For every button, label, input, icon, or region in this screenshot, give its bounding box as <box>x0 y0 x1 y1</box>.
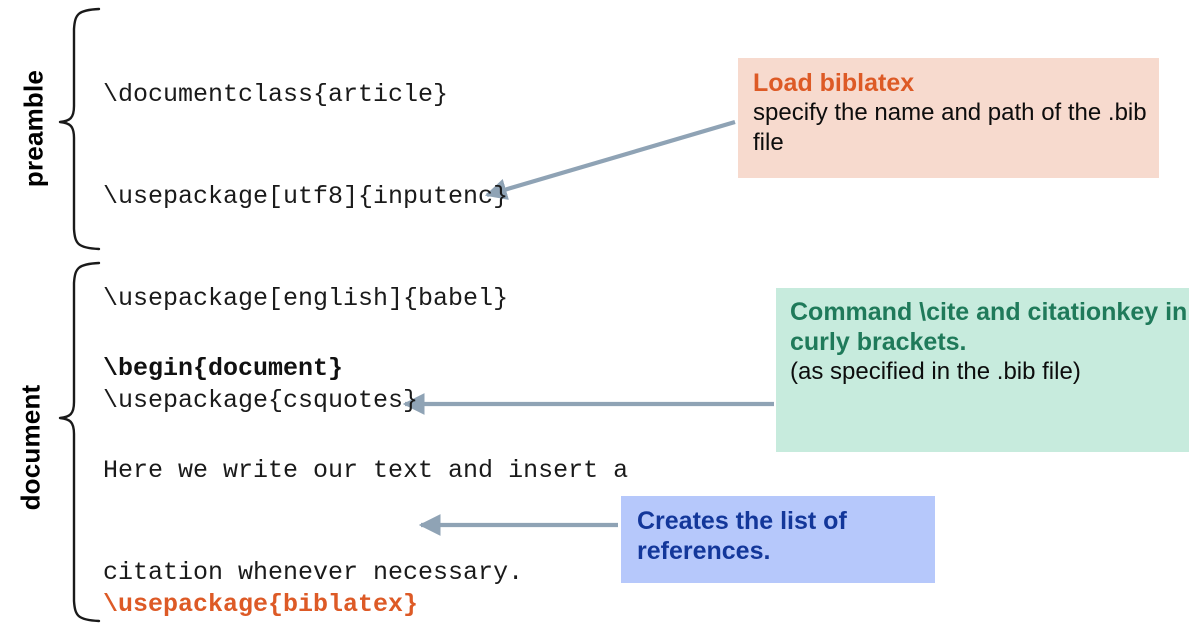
callout-biblatex-body: specify the name and path of the .bib fi… <box>753 99 1147 156</box>
section-label-preamble: preamble <box>18 69 49 188</box>
code-line-babel: \usepackage[english]{babel} <box>103 284 509 313</box>
code-line-begin-document: \begin{document} <box>103 354 344 383</box>
brace-preamble <box>58 7 101 251</box>
code-line-inputenc: \usepackage[utf8]{inputenc} <box>103 182 509 211</box>
brace-document <box>58 261 101 623</box>
code-block-preamble: \documentclass{article} \usepackage[utf8… <box>103 10 568 626</box>
code-block-document: \begin{document} Here we write our text … <box>103 284 628 626</box>
callout-printbibliography: Creates the list of references. <box>621 496 935 583</box>
callout-cite-title: Command \cite and citationkey in curly b… <box>790 298 1188 356</box>
callout-biblatex-title: Load biblatex <box>753 69 915 97</box>
code-line-text-2: citation whenever necessary. <box>103 558 524 587</box>
code-line-csquotes: \usepackage{csquotes} <box>103 386 419 415</box>
callout-cite: Command \cite and citationkey in curly b… <box>776 288 1189 452</box>
code-line-biblatex: \usepackage{biblatex} <box>103 590 419 619</box>
callout-cite-body: (as specified in the .bib file) <box>790 358 1081 385</box>
code-line-documentclass: \documentclass{article} <box>103 80 449 109</box>
section-label-document: document <box>15 384 46 511</box>
callout-biblatex: Load biblatex specify the name and path … <box>738 58 1159 178</box>
callout-printbibliography-title: Creates the list of references. <box>637 507 847 565</box>
code-line-text-1: Here we write our text and insert a <box>103 456 629 485</box>
